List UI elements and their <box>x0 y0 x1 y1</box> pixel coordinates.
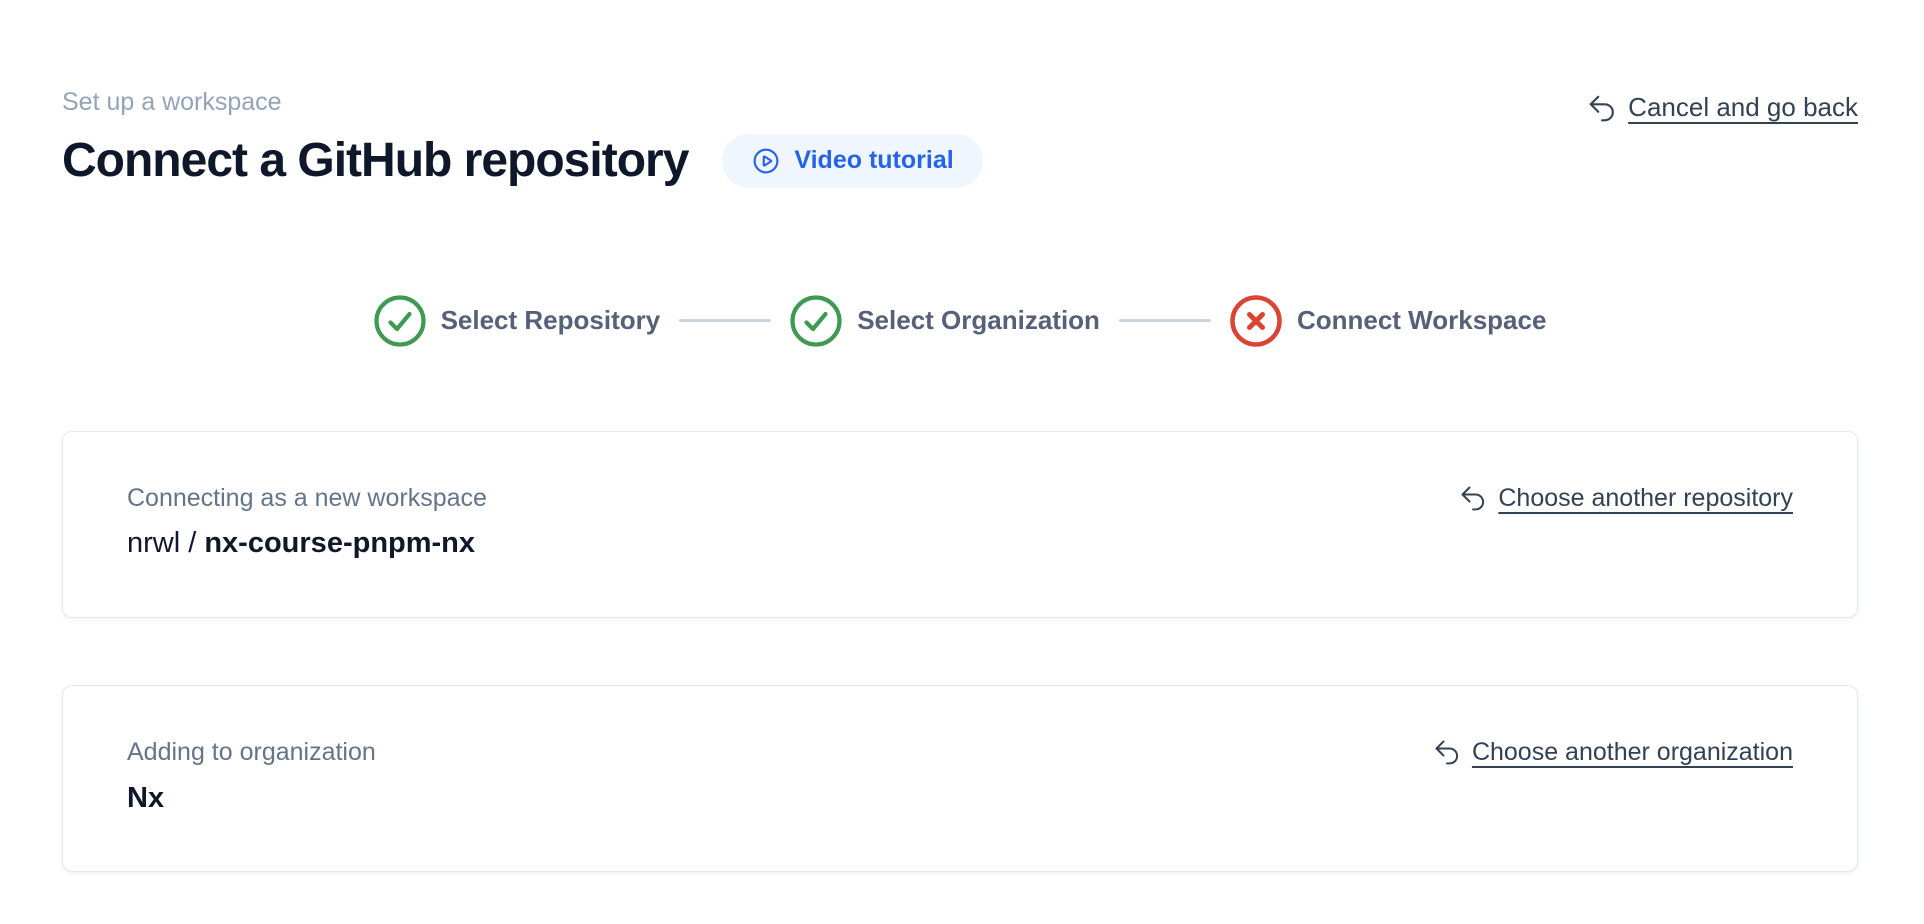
organization-card-info: Adding to organization Nx <box>127 736 376 817</box>
stepper-connector <box>1118 319 1211 322</box>
check-circle-icon <box>790 294 842 347</box>
repository-card-value: nrwl / nx-course-pnpm-nx <box>127 525 487 563</box>
step-select-organization-label: Select Organization <box>857 305 1100 335</box>
step-connect-workspace: Connect Workspace <box>1230 294 1547 347</box>
stepper-connector <box>679 319 772 322</box>
choose-another-repository-link[interactable]: Choose another repository <box>1459 484 1793 513</box>
x-circle-icon <box>1230 294 1282 347</box>
step-select-repository-label: Select Repository <box>440 305 661 335</box>
cancel-and-go-back-link[interactable]: Cancel and go back <box>1587 92 1858 123</box>
choose-another-repository-label: Choose another repository <box>1498 483 1793 512</box>
choose-another-organization-label: Choose another organization <box>1471 737 1793 766</box>
repository-card-info: Connecting as a new workspace nrwl / nx-… <box>127 482 487 563</box>
undo-arrow-icon <box>1587 93 1617 123</box>
repository-name: nx-course-pnpm-nx <box>204 527 476 560</box>
undo-arrow-icon <box>1459 484 1487 512</box>
repository-card: Connecting as a new workspace nrwl / nx-… <box>62 430 1858 618</box>
step-connect-workspace-label: Connect Workspace <box>1296 305 1547 335</box>
cancel-and-go-back-label: Cancel and go back <box>1628 92 1858 122</box>
organization-name: Nx <box>127 781 165 814</box>
organization-card-value: Nx <box>127 780 376 818</box>
repository-owner: nrwl <box>127 527 181 560</box>
step-select-organization: Select Organization <box>790 294 1100 347</box>
repository-separator: / <box>180 527 205 560</box>
step-select-repository: Select Repository <box>373 294 661 347</box>
choose-another-organization-link[interactable]: Choose another organization <box>1433 738 1793 767</box>
workspace-setup-eyebrow: Set up a workspace <box>62 88 282 116</box>
selection-cards: Connecting as a new workspace nrwl / nx-… <box>62 430 1858 873</box>
video-tutorial-button[interactable]: Video tutorial <box>722 133 983 188</box>
check-circle-icon <box>373 294 426 347</box>
organization-card: Adding to organization Nx Choose another… <box>62 684 1858 873</box>
video-tutorial-label: Video tutorial <box>794 146 954 174</box>
header-left: Set up a workspace Connect a GitHub repo… <box>62 86 983 191</box>
repository-card-label: Connecting as a new workspace <box>127 483 487 512</box>
undo-arrow-icon <box>1433 738 1461 766</box>
page-title: Connect a GitHub repository <box>62 133 689 187</box>
page-header: Set up a workspace Connect a GitHub repo… <box>62 86 1858 191</box>
title-row: Connect a GitHub repository Video tutori… <box>62 131 983 191</box>
organization-card-label: Adding to organization <box>127 737 376 766</box>
setup-stepper: Select Repository Select Organization Co… <box>62 294 1858 347</box>
setup-workspace-page: Set up a workspace Connect a GitHub repo… <box>62 86 1858 873</box>
play-circle-icon <box>751 146 781 176</box>
